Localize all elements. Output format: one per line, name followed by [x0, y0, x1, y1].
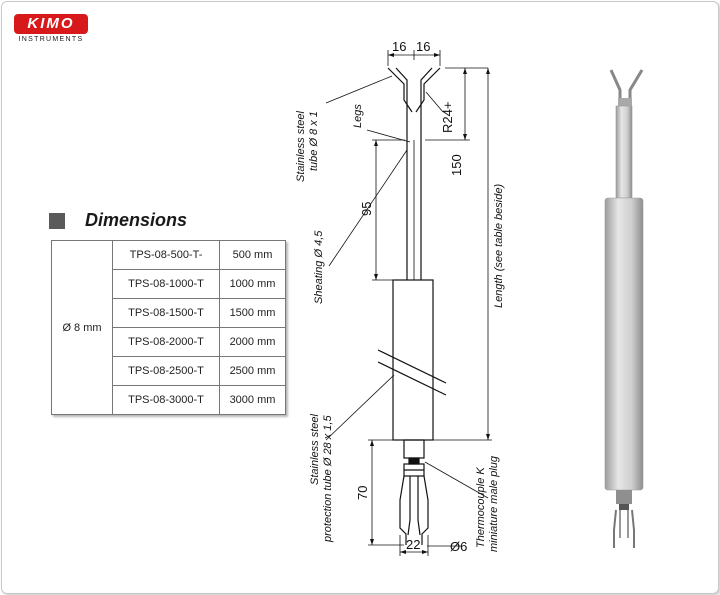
- kimo-logo: KIMO INSTRUMENTS: [14, 14, 88, 43]
- dim-70-label: 70: [355, 486, 370, 500]
- dim-95-label: 95: [359, 202, 374, 216]
- dim-left-label: 16: [392, 39, 406, 54]
- sheathing-label: Sheating Ø 4,5: [313, 230, 325, 304]
- tube-label-line2: tube Ø 8 x 1: [308, 111, 320, 171]
- table-row: TPS-08-3000-T 3000 mm: [52, 385, 286, 415]
- tube-label-line1: Stainless steel: [295, 111, 307, 182]
- bullet-square-icon: [49, 212, 65, 229]
- protection-tube-label-line2: protection tube Ø 28 x 1,5: [322, 415, 334, 543]
- length-label: Length (see table beside): [493, 184, 505, 308]
- probe-outline: [377, 67, 447, 545]
- table-row: TPS-08-2500-T 2500 mm: [52, 356, 286, 386]
- table-row: TPS-08-1500-T 1500 mm: [52, 298, 286, 328]
- protection-tube-label-line1: Stainless steel: [309, 414, 321, 485]
- dimensions-title: Dimensions: [85, 210, 188, 230]
- reference-cell: TPS-08-3000-T: [112, 385, 220, 415]
- dim-6-label: Ø6: [450, 539, 467, 554]
- arrowheads: [370, 53, 490, 554]
- reference-cell: TPS-08-2500-T: [112, 356, 220, 386]
- dimensions-table: Ø 8 mm TPS-08-500-T- 500 mm TPS-08-1000-…: [51, 240, 286, 415]
- legs-label: Legs: [352, 104, 364, 128]
- length-cell: 1500 mm: [219, 298, 286, 328]
- reference-cell: TPS-08-1500-T: [112, 298, 220, 328]
- logo-subtitle: INSTRUMENTS: [18, 36, 84, 43]
- probe-photo: [604, 69, 644, 548]
- dim-right-label: 16: [416, 39, 430, 54]
- table-row: Ø 8 mm TPS-08-500-T- 500 mm: [51, 240, 286, 415]
- length-cell: 500 mm: [219, 240, 286, 270]
- logo-mark: KIMO: [14, 14, 88, 34]
- length-cell: 1000 mm: [219, 269, 286, 299]
- length-cell: 3000 mm: [219, 385, 286, 415]
- thermocouple-label-line2: miniature male plug: [488, 455, 500, 552]
- dimension-lines: [325, 50, 492, 556]
- drawing-labels: 16 16 R24+ Legs Stainless steel tube Ø 8…: [295, 39, 505, 554]
- dimensions-heading: Dimensions: [49, 210, 187, 231]
- diameter-cell: Ø 8 mm: [51, 240, 113, 415]
- radius-label: R24+: [440, 102, 455, 133]
- dim-22-label: 22: [406, 537, 420, 552]
- dim-150-label: 150: [449, 154, 464, 176]
- reference-cell: TPS-08-2000-T: [112, 327, 220, 357]
- thermocouple-label-line1: Thermocouple K: [475, 467, 487, 548]
